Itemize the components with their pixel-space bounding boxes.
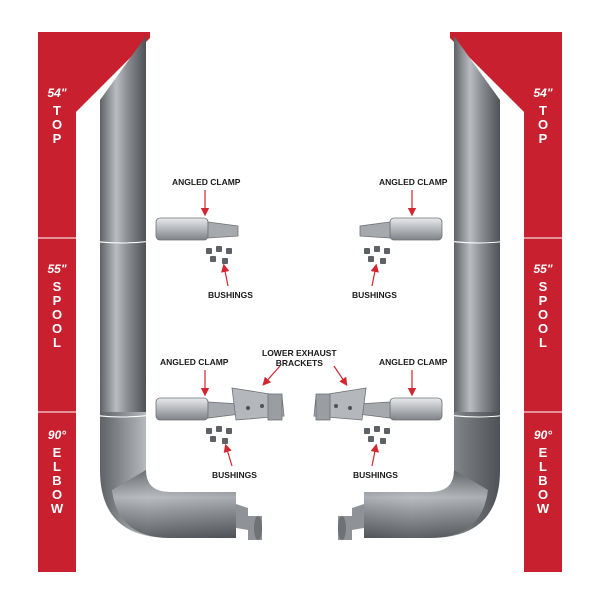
right-exhaust-stack bbox=[338, 36, 525, 540]
arrow-bushings-lower-left bbox=[223, 443, 233, 467]
arrow-bushings-lower-right bbox=[370, 443, 379, 467]
right-spool-dim: 55" bbox=[533, 262, 553, 276]
left-band-spool-label: 55" SPOOL bbox=[39, 262, 75, 350]
lower-exhaust-bracket-left bbox=[231, 387, 285, 421]
angled-clamp-upper-right bbox=[359, 217, 443, 241]
right-elbow-dim: 90° bbox=[533, 428, 553, 442]
callout-angled-clamp-lower-right: ANGLED CLAMP bbox=[379, 357, 448, 367]
right-spool-word: SPOOL bbox=[537, 279, 549, 350]
lower-exhaust-bracket-right bbox=[313, 387, 367, 421]
callout-brackets-line-1: LOWER EXHAUST bbox=[262, 348, 337, 358]
left-spool-dim: 55" bbox=[47, 262, 67, 276]
right-top-word: TOP bbox=[537, 103, 549, 146]
right-red-band bbox=[450, 32, 562, 572]
callout-bushings-lower-left: BUSHINGS bbox=[212, 470, 257, 480]
arrow-bushings-upper-left bbox=[221, 263, 230, 287]
left-top-dim: 54" bbox=[47, 86, 67, 100]
callout-angled-clamp-upper-left: ANGLED CLAMP bbox=[172, 177, 241, 187]
callout-bushings-upper-right: BUSHINGS bbox=[352, 290, 397, 300]
left-elbow-word: ELBOW bbox=[50, 445, 64, 516]
angled-clamp-lower-right bbox=[357, 397, 443, 421]
bushings-lower-left bbox=[206, 426, 232, 444]
left-band-top-label: 54" TOP bbox=[39, 86, 75, 146]
arrow-bushings-upper-right bbox=[370, 263, 379, 287]
right-elbow-word: ELBOW bbox=[536, 445, 550, 516]
right-band-spool-label: 55" SPOOL bbox=[525, 262, 561, 350]
callout-angled-clamp-upper-right: ANGLED CLAMP bbox=[379, 177, 448, 187]
left-band-elbow-label: 90° ELBOW bbox=[39, 428, 75, 516]
callout-angled-clamp-lower-left: ANGLED CLAMP bbox=[160, 357, 229, 367]
callout-brackets-line-2: BRACKETS bbox=[275, 358, 323, 368]
angled-clamp-lower-left bbox=[155, 397, 241, 421]
bushings-upper-left bbox=[206, 246, 232, 264]
left-exhaust-stack bbox=[75, 36, 262, 540]
right-top-dim: 54" bbox=[533, 86, 553, 100]
right-band-top-label: 54" TOP bbox=[525, 86, 561, 146]
arrow-bracket-right bbox=[333, 365, 348, 386]
angled-clamp-upper-left bbox=[155, 217, 239, 241]
arrow-bracket-left bbox=[262, 365, 281, 386]
left-top-word: TOP bbox=[51, 103, 63, 146]
bushings-upper-right bbox=[364, 246, 390, 264]
callout-lower-exhaust-brackets: LOWER EXHAUST BRACKETS bbox=[262, 348, 337, 368]
left-spool-word: SPOOL bbox=[51, 279, 63, 350]
left-red-band bbox=[38, 32, 150, 572]
callout-bushings-upper-left: BUSHINGS bbox=[208, 290, 253, 300]
bushings-lower-right bbox=[364, 426, 390, 444]
left-elbow-dim: 90° bbox=[47, 428, 67, 442]
right-band-elbow-label: 90° ELBOW bbox=[525, 428, 561, 516]
callout-bushings-lower-right: BUSHINGS bbox=[353, 470, 398, 480]
